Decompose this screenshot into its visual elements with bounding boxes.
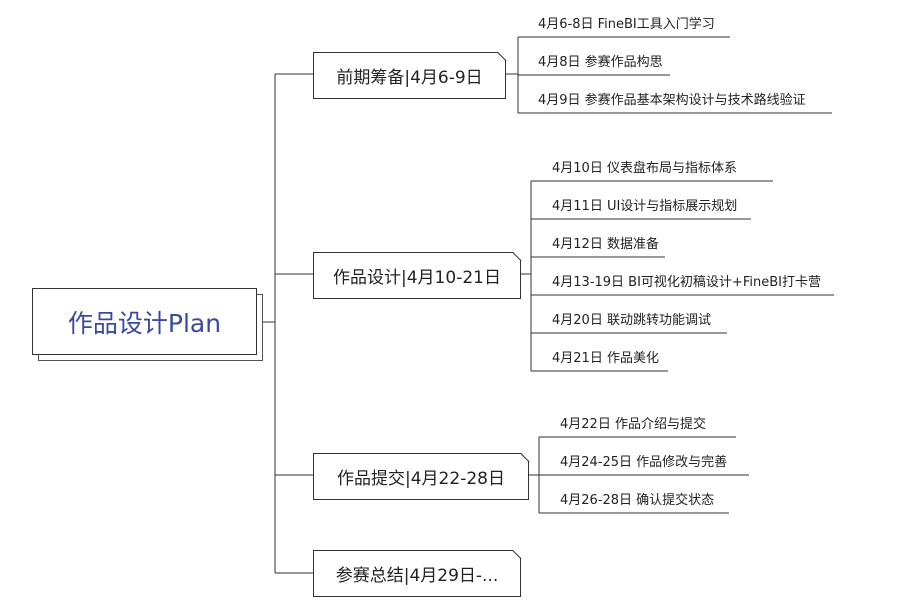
leaf-item[interactable]: 4月20日 联动跳转功能调试 [552, 313, 711, 328]
branch-node-summary[interactable]: 参赛总结|4月29日-... [313, 550, 521, 597]
branch-node-submission[interactable]: 作品提交|4月22-28日 [313, 453, 529, 500]
branch-node-preparation[interactable]: 前期筹备|4月6-9日 [313, 52, 506, 99]
leaf-item[interactable]: 4月11日 UI设计与指标展示规划 [552, 199, 738, 214]
leaf-item[interactable]: 4月8日 参赛作品构思 [538, 55, 663, 70]
leaf-item[interactable]: 4月9日 参赛作品基本架构设计与技术路线验证 [538, 93, 806, 108]
branch-label: 前期筹备|4月6-9日 [336, 68, 483, 88]
branch-label: 作品设计|4月10-21日 [333, 268, 501, 288]
leaf-item[interactable]: 4月21日 作品美化 [552, 351, 659, 366]
leaf-item[interactable]: 4月26-28日 确认提交状态 [560, 493, 715, 508]
leaf-item[interactable]: 4月6-8日 FineBI工具入门学习 [538, 17, 715, 32]
leaf-item[interactable]: 4月12日 数据准备 [552, 237, 659, 252]
root-title: 作品设计Plan [67, 308, 222, 338]
leaf-item[interactable]: 4月22日 作品介绍与提交 [560, 417, 706, 432]
branch-label: 作品提交|4月22-28日 [337, 469, 505, 489]
branch-node-design[interactable]: 作品设计|4月10-21日 [313, 252, 521, 299]
leaf-item[interactable]: 4月10日 仪表盘布局与指标体系 [552, 161, 737, 176]
leaf-item[interactable]: 4月24-25日 作品修改与完善 [560, 455, 728, 470]
branch-label: 参赛总结|4月29日-... [335, 566, 499, 586]
root-node[interactable]: 作品设计Plan [32, 288, 257, 355]
leaf-item[interactable]: 4月13-19日 BI可视化初稿设计+FineBI打卡营 [552, 275, 821, 290]
